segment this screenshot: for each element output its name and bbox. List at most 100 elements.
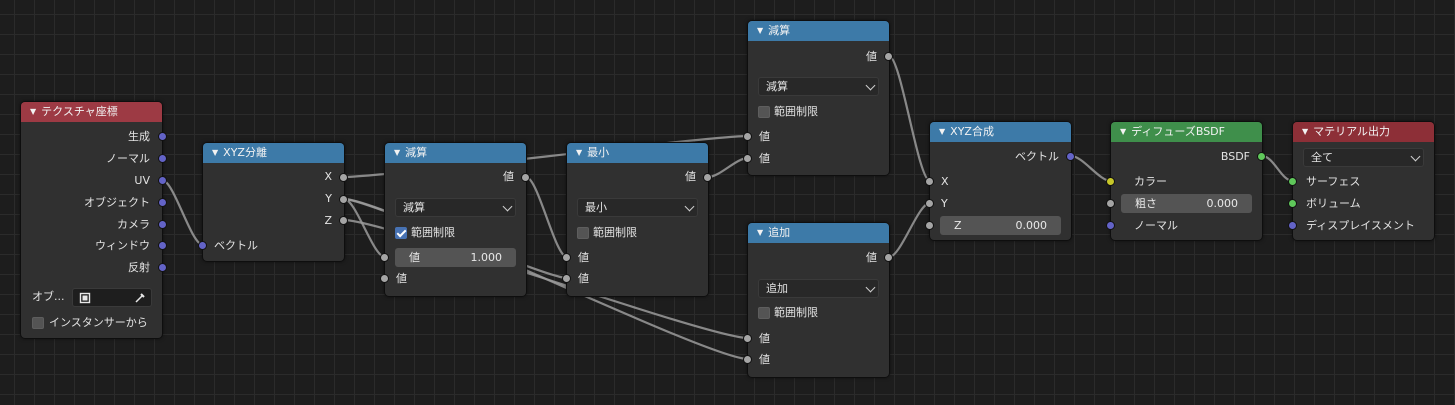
operation-dropdown[interactable]: 減算: [758, 77, 879, 96]
socket-separate-x-output[interactable]: [339, 173, 348, 182]
eyedropper-icon[interactable]: [134, 292, 146, 304]
node-title: 最小: [587, 146, 610, 159]
node-separate-xyz[interactable]: ▼XYZ分離 X Y Z ベクトル: [203, 143, 344, 261]
roughness-field-label: 粗さ: [1135, 197, 1157, 210]
socket-add-input-1[interactable]: [743, 334, 752, 343]
socket-diffuse-roughness-input[interactable]: [1106, 199, 1115, 208]
input-color-label: カラー: [1134, 175, 1167, 188]
operation-dropdown[interactable]: 減算: [395, 198, 516, 217]
link-sub1-to-min[interactable]: [525, 175, 568, 259]
socket-sub2-input-2[interactable]: [743, 154, 752, 163]
socket-camera-output[interactable]: [158, 220, 167, 229]
operation-value: 減算: [766, 80, 788, 93]
socket-output-displacement-input[interactable]: [1288, 221, 1297, 230]
socket-combine-y-input[interactable]: [925, 199, 934, 208]
z-field-number: 0.000: [1015, 219, 1048, 232]
clamp-checkbox[interactable]: [577, 227, 589, 239]
collapse-triangle-icon[interactable]: ▼: [757, 26, 764, 35]
collapse-triangle-icon[interactable]: ▼: [212, 148, 219, 157]
clamp-checkbox[interactable]: [758, 307, 770, 319]
node-texture-coordinate[interactable]: ▼テクスチャ座標 生成 ノーマル UV オブジェクト カメラ ウィンドウ 反射 …: [21, 102, 162, 338]
socket-normal-output[interactable]: [158, 154, 167, 163]
link-diffuse-to-surface[interactable]: [1261, 154, 1294, 183]
socket-output-volume-input[interactable]: [1288, 199, 1297, 208]
value-field-label: 値: [409, 251, 420, 264]
node-header[interactable]: ▼減算: [385, 143, 526, 163]
socket-add-output[interactable]: [884, 253, 893, 262]
socket-combine-x-input[interactable]: [925, 177, 934, 186]
socket-separate-vector-input[interactable]: [198, 241, 207, 250]
socket-object-output[interactable]: [158, 198, 167, 207]
node-header[interactable]: ▼ 減算: [748, 21, 889, 41]
link-y-to-add[interactable]: [343, 197, 749, 361]
node-header[interactable]: ▼ディフューズBSDF: [1111, 122, 1262, 142]
object-picker-field[interactable]: [72, 288, 152, 307]
socket-window-output[interactable]: [158, 241, 167, 250]
link-uv-to-vector[interactable]: [161, 178, 204, 247]
socket-diffuse-normal-input[interactable]: [1106, 221, 1115, 230]
socket-add-input-2[interactable]: [743, 355, 752, 364]
node-header[interactable]: ▼追加: [748, 223, 889, 243]
socket-separate-y-output[interactable]: [339, 195, 348, 204]
input-value-2-label: 値: [759, 152, 770, 165]
socket-combine-z-input[interactable]: [925, 221, 934, 230]
input-y-label: Y: [941, 197, 948, 210]
node-header[interactable]: ▼XYZ分離: [203, 143, 344, 163]
operation-dropdown[interactable]: 追加: [758, 279, 879, 298]
socket-separate-z-output[interactable]: [339, 216, 348, 225]
object-cube-icon: [79, 292, 91, 304]
clamp-checkbox[interactable]: [758, 106, 770, 118]
socket-min-input-1[interactable]: [562, 253, 571, 262]
node-header[interactable]: ▼XYZ合成: [930, 122, 1071, 142]
socket-diffuse-bsdf-output[interactable]: [1257, 152, 1266, 161]
socket-diffuse-color-input[interactable]: [1106, 177, 1115, 186]
node-material-output[interactable]: ▼マテリアル出力 全て サーフェス ボリューム ディスプレイスメント: [1293, 122, 1434, 240]
z-field-label: Z: [954, 219, 962, 232]
socket-sub2-output[interactable]: [884, 52, 893, 61]
collapse-triangle-icon[interactable]: ▼: [576, 148, 583, 157]
socket-generated-output[interactable]: [158, 132, 167, 141]
node-header[interactable]: ▼マテリアル出力: [1293, 122, 1434, 142]
output-normal-label: ノーマル: [106, 152, 150, 165]
collapse-triangle-icon[interactable]: ▼: [757, 228, 764, 237]
clamp-checkbox[interactable]: [395, 227, 407, 239]
operation-dropdown[interactable]: 最小: [577, 198, 698, 217]
node-title: 減算: [768, 24, 791, 37]
socket-output-surface-input[interactable]: [1288, 177, 1297, 186]
node-header[interactable]: ▼テクスチャ座標: [21, 102, 162, 122]
operation-value: 最小: [585, 201, 607, 214]
node-add[interactable]: ▼追加 値 追加 範囲制限 値 値: [748, 223, 889, 377]
link-min-to-sub2[interactable]: [707, 156, 749, 179]
target-dropdown[interactable]: 全て: [1303, 148, 1424, 167]
socket-sub1-output[interactable]: [521, 173, 530, 182]
node-subtract-2[interactable]: ▼減算 値 減算 範囲制限 値 値: [748, 21, 889, 175]
collapse-triangle-icon[interactable]: ▼: [394, 148, 401, 157]
socket-uv-output[interactable]: [158, 176, 167, 185]
socket-min-input-2[interactable]: [562, 274, 571, 283]
socket-combine-vector-output[interactable]: [1066, 152, 1075, 161]
collapse-triangle-icon[interactable]: ▼: [1120, 127, 1127, 136]
socket-min-output[interactable]: [703, 173, 712, 182]
collapse-triangle-icon[interactable]: ▼: [30, 107, 37, 116]
from-instancer-checkbox[interactable]: [32, 317, 44, 329]
link-x-to-sub2[interactable]: [343, 134, 749, 179]
socket-sub2-input-1[interactable]: [743, 132, 752, 141]
collapse-triangle-icon[interactable]: ▼: [939, 127, 946, 136]
socket-reflection-output[interactable]: [158, 263, 167, 272]
node-header[interactable]: ▼ 最小: [567, 143, 708, 163]
node-minimum[interactable]: ▼最小 値 最小 範囲制限 値 値: [567, 143, 708, 296]
socket-sub1-input-2[interactable]: [380, 274, 389, 283]
collapse-triangle-icon[interactable]: ▼: [1302, 127, 1309, 136]
link-combine-to-diffuse-color[interactable]: [1070, 154, 1112, 183]
link-add-to-combine-y[interactable]: [888, 201, 931, 259]
chevron-down-icon: [684, 201, 695, 212]
link-sub2-to-combine-x[interactable]: [888, 54, 931, 183]
output-value-label: 値: [503, 170, 514, 183]
socket-sub1-input-1[interactable]: [380, 253, 389, 262]
z-value-field[interactable]: Z 0.000: [940, 216, 1061, 235]
